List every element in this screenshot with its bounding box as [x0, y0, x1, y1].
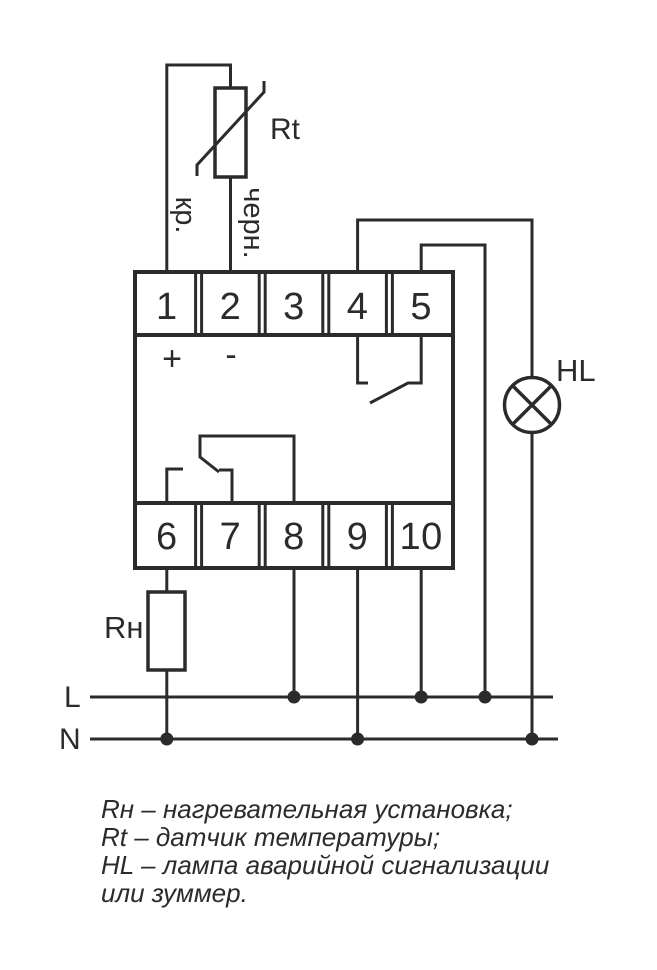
terminal-10: 10 [400, 516, 443, 558]
polarity-plus-label: + [162, 340, 182, 378]
contact-7-fixed [219, 468, 234, 503]
terminal-row-bottom: 6 7 8 9 10 [156, 516, 443, 558]
lamp-cross-icon [511, 384, 553, 426]
lamp-circle-icon [502, 375, 562, 435]
sensor-red-wire [165, 63, 232, 272]
legend-line-rn: Rн – нагревательная установка; [101, 794, 513, 824]
bottom-terminal-separators [194, 503, 394, 568]
heater-label: Rн [104, 610, 144, 645]
terminal-3: 3 [283, 286, 305, 328]
contact-8-common-blade [198, 434, 296, 503]
sensor-black-wire-label: черн. [237, 187, 269, 258]
relay-device: 1 2 3 4 5 6 7 8 9 10 + - [133, 270, 455, 570]
polarity-minus-label: - [225, 336, 236, 374]
legend-line-hl-cont: или зуммер. [101, 878, 248, 908]
terminal-4: 4 [347, 286, 369, 328]
relay-contact-6-7-8 [165, 434, 296, 503]
legend-line-hl: HL – лампа аварийной сигнализации [101, 850, 550, 880]
thermistor-strike-icon [195, 81, 266, 176]
junction-dot [525, 732, 539, 746]
heater-body [146, 590, 187, 672]
thermistor-body [213, 86, 248, 179]
lamp-label: HL [556, 353, 596, 388]
junction-dot [160, 732, 174, 746]
terminal-1: 1 [156, 286, 178, 328]
contact-4-fixed [356, 335, 368, 385]
terminal-row-top: 1 2 3 4 5 [156, 286, 432, 328]
terminal5-to-line-wire [419, 243, 487, 697]
terminal-6: 6 [156, 516, 178, 558]
temperature-sensor-rt: Rt кр. черн. [165, 63, 301, 272]
heater-rn: Rн [104, 568, 187, 739]
sensor-red-wire-label: кр. [169, 197, 201, 234]
terminal-2: 2 [220, 286, 242, 328]
line-n-label: N [59, 723, 81, 756]
relay-contact-4-5 [356, 335, 423, 405]
junction-dot [414, 690, 428, 704]
junction-dot [287, 690, 301, 704]
signal-lamp-hl: HL [502, 353, 596, 739]
terminal-9: 9 [347, 516, 369, 558]
sensor-label: Rt [270, 113, 301, 146]
terminal4-to-lamp-wire [356, 218, 534, 378]
legend-line-rt: Rt – датчик температуры; [101, 822, 441, 852]
terminal-7: 7 [220, 516, 242, 558]
contact-6-fixed [165, 467, 183, 503]
junction-dot [351, 732, 365, 746]
power-bus: L N [59, 681, 558, 756]
contact-5-blade [369, 335, 423, 405]
top-terminal-separators [194, 272, 394, 335]
legend: Rн – нагревательная установка; Rt – датч… [101, 795, 601, 907]
terminal-8: 8 [283, 516, 305, 558]
junction-dot [478, 690, 492, 704]
line-l-label: L [64, 681, 81, 714]
terminal-5: 5 [410, 286, 432, 328]
